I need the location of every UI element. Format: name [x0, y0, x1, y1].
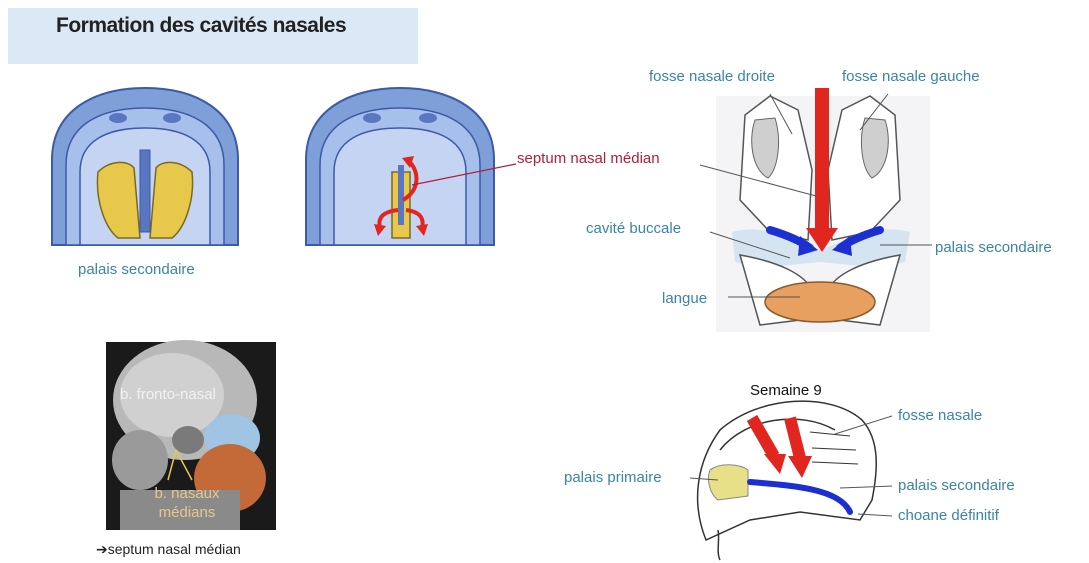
sagittal-section: [690, 401, 892, 560]
label-palais-secondaire: palais secondaire: [78, 261, 195, 278]
coronal-section: [700, 88, 932, 332]
palate-illustration-2: [306, 88, 516, 245]
label-palais-primaire: palais primaire: [564, 469, 662, 486]
label-septum-nasal-median: septum nasal médian: [517, 150, 660, 167]
label-palais-secondaire: palais secondaire: [898, 477, 1015, 494]
label-b-nasaux-medians: b. nasaux médians: [132, 484, 242, 522]
caption-text: septum nasal médian: [108, 541, 241, 557]
label-b-fronto-nasal: b. fronto-nasal: [120, 386, 216, 403]
primary-palate: [708, 465, 748, 500]
label-line: médians: [132, 503, 242, 522]
arrow-septum-caption: ➔septum nasal médian: [96, 541, 241, 558]
eye-shape: [163, 113, 181, 123]
palate-illustration-1: [52, 88, 238, 245]
arrow-right-icon: ➔: [96, 541, 108, 557]
label-langue: langue: [662, 290, 707, 307]
label-fosse-nasale-gauche: fosse nasale gauche: [842, 68, 980, 85]
label-line: b. nasaux: [132, 484, 242, 503]
label-choane-definitif: choane définitif: [898, 507, 999, 524]
nasal-septum: [140, 150, 150, 232]
red-arrow-icon: [815, 88, 829, 236]
label-fosse-nasale-droite: fosse nasale droite: [649, 68, 775, 85]
tongue-shape: [765, 282, 875, 322]
label-palais-secondaire: palais secondaire: [935, 239, 1052, 256]
label-fosse-nasale: fosse nasale: [898, 407, 982, 424]
label-cavite-buccale: cavité buccale: [586, 220, 681, 237]
eye-shape: [109, 113, 127, 123]
label-semaine: Semaine 9: [750, 382, 822, 399]
